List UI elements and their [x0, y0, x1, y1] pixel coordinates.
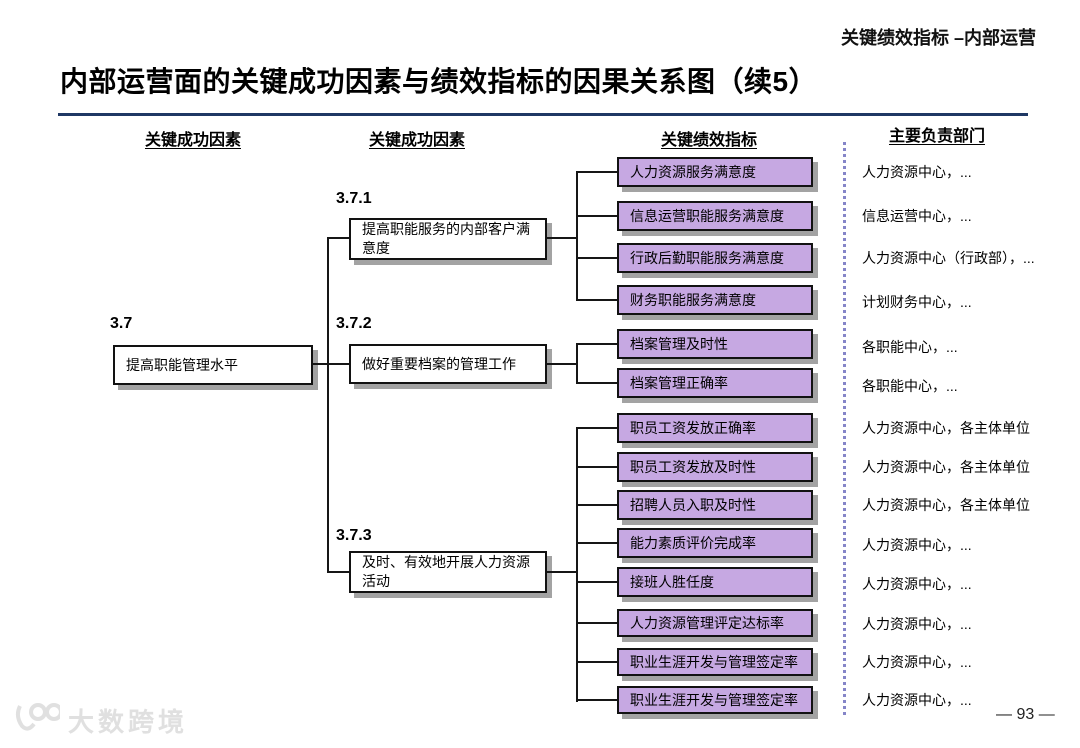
kpi-box: 财务职能服务满意度: [617, 285, 813, 315]
department-label: 人力资源中心，...: [862, 616, 972, 632]
kpi-box: 信息运营职能服务满意度: [617, 201, 813, 231]
kpi-box: 档案管理正确率: [617, 368, 813, 398]
kpi-box: 人力资源服务满意度: [617, 157, 813, 187]
department-label: 人力资源中心，各主体单位: [862, 420, 1030, 436]
page-number: — 93 —: [996, 706, 1055, 723]
department-label: 各职能中心，...: [862, 378, 958, 394]
connector-line: [576, 215, 617, 217]
kpi-box: 接班人胜任度: [617, 567, 813, 597]
factor-box-3-7-2: 做好重要档案的管理工作: [349, 344, 547, 384]
connector-line: [576, 343, 578, 384]
department-label: 人力资源中心（行政部），...: [862, 250, 1035, 266]
connector-line: [576, 257, 617, 259]
department-separator-dotted-line: [843, 142, 846, 715]
column-header-departments: 主要负责部门: [888, 128, 985, 145]
department-label: 各职能中心，...: [862, 339, 958, 355]
department-label: 人力资源中心，...: [862, 654, 972, 670]
kpi-box: 档案管理及时性: [617, 329, 813, 359]
factor-code-3-7-3: 3.7.3: [336, 527, 372, 544]
watermark-text: 大数跨境: [68, 707, 189, 737]
department-label: 计划财务中心，...: [862, 294, 972, 310]
connector-line: [327, 237, 329, 573]
connector-line: [576, 299, 617, 301]
connector-line: [576, 427, 578, 702]
factor-box-3-7-3: 及时、有效地开展人力资源活动: [349, 551, 547, 593]
connector-line: [576, 171, 617, 173]
connector-line: [576, 581, 617, 583]
department-label: 人力资源中心，...: [862, 537, 972, 553]
department-label: 人力资源中心，各主体单位: [862, 497, 1030, 513]
department-label: 信息运营中心，...: [862, 208, 972, 224]
column-header-success-factors-1: 关键成功因素: [144, 132, 241, 149]
connector-line: [576, 504, 617, 506]
connector-line: [547, 571, 578, 573]
watermark-logo-icon: [14, 700, 63, 741]
factor-box-3-7: 提高职能管理水平: [113, 345, 313, 385]
page-title: 内部运营面的关键成功因素与绩效指标的因果关系图（续5）: [60, 66, 818, 97]
connector-line: [576, 699, 617, 701]
kpi-box: 招聘人员入职及时性: [617, 490, 813, 520]
connector-line: [313, 363, 349, 365]
connector-line: [547, 363, 578, 365]
department-label: 人力资源中心，...: [862, 576, 972, 592]
connector-line: [576, 382, 617, 384]
factor-box-3-7-1: 提高职能服务的内部客户满意度: [349, 218, 547, 260]
connector-line: [547, 237, 578, 239]
kpi-box: 职员工资发放正确率: [617, 413, 813, 443]
connector-line: [576, 427, 617, 429]
connector-line: [327, 237, 349, 239]
watermark: 大数跨境: [14, 700, 188, 741]
connector-line: [576, 542, 617, 544]
kpi-box: 职业生涯开发与管理签定率: [617, 686, 813, 714]
kpi-box: 职业生涯开发与管理签定率: [617, 648, 813, 676]
connector-line: [576, 343, 617, 345]
department-label: 人力资源中心，各主体单位: [862, 459, 1030, 475]
connector-line: [576, 622, 617, 624]
connector-line: [576, 661, 617, 663]
factor-code-3-7: 3.7: [110, 315, 133, 332]
department-label: 人力资源中心，...: [862, 692, 972, 708]
kpi-box: 行政后勤职能服务满意度: [617, 243, 813, 273]
factor-code-3-7-2: 3.7.2: [336, 315, 372, 332]
connector-line: [576, 171, 578, 301]
kpi-box: 能力素质评价完成率: [617, 528, 813, 558]
factor-code-3-7-1: 3.7.1: [336, 190, 372, 207]
department-label: 人力资源中心，...: [862, 164, 972, 180]
column-header-success-factors-2: 关键成功因素: [368, 132, 465, 149]
column-header-kpi: 关键绩效指标: [660, 132, 757, 149]
connector-line: [576, 466, 617, 468]
kpi-box: 人力资源管理评定达标率: [617, 609, 813, 637]
kpi-box: 职员工资发放及时性: [617, 452, 813, 482]
title-rule: [58, 113, 1028, 116]
slide-topic-header: 关键绩效指标 –内部运营: [840, 28, 1036, 48]
connector-line: [327, 571, 349, 573]
